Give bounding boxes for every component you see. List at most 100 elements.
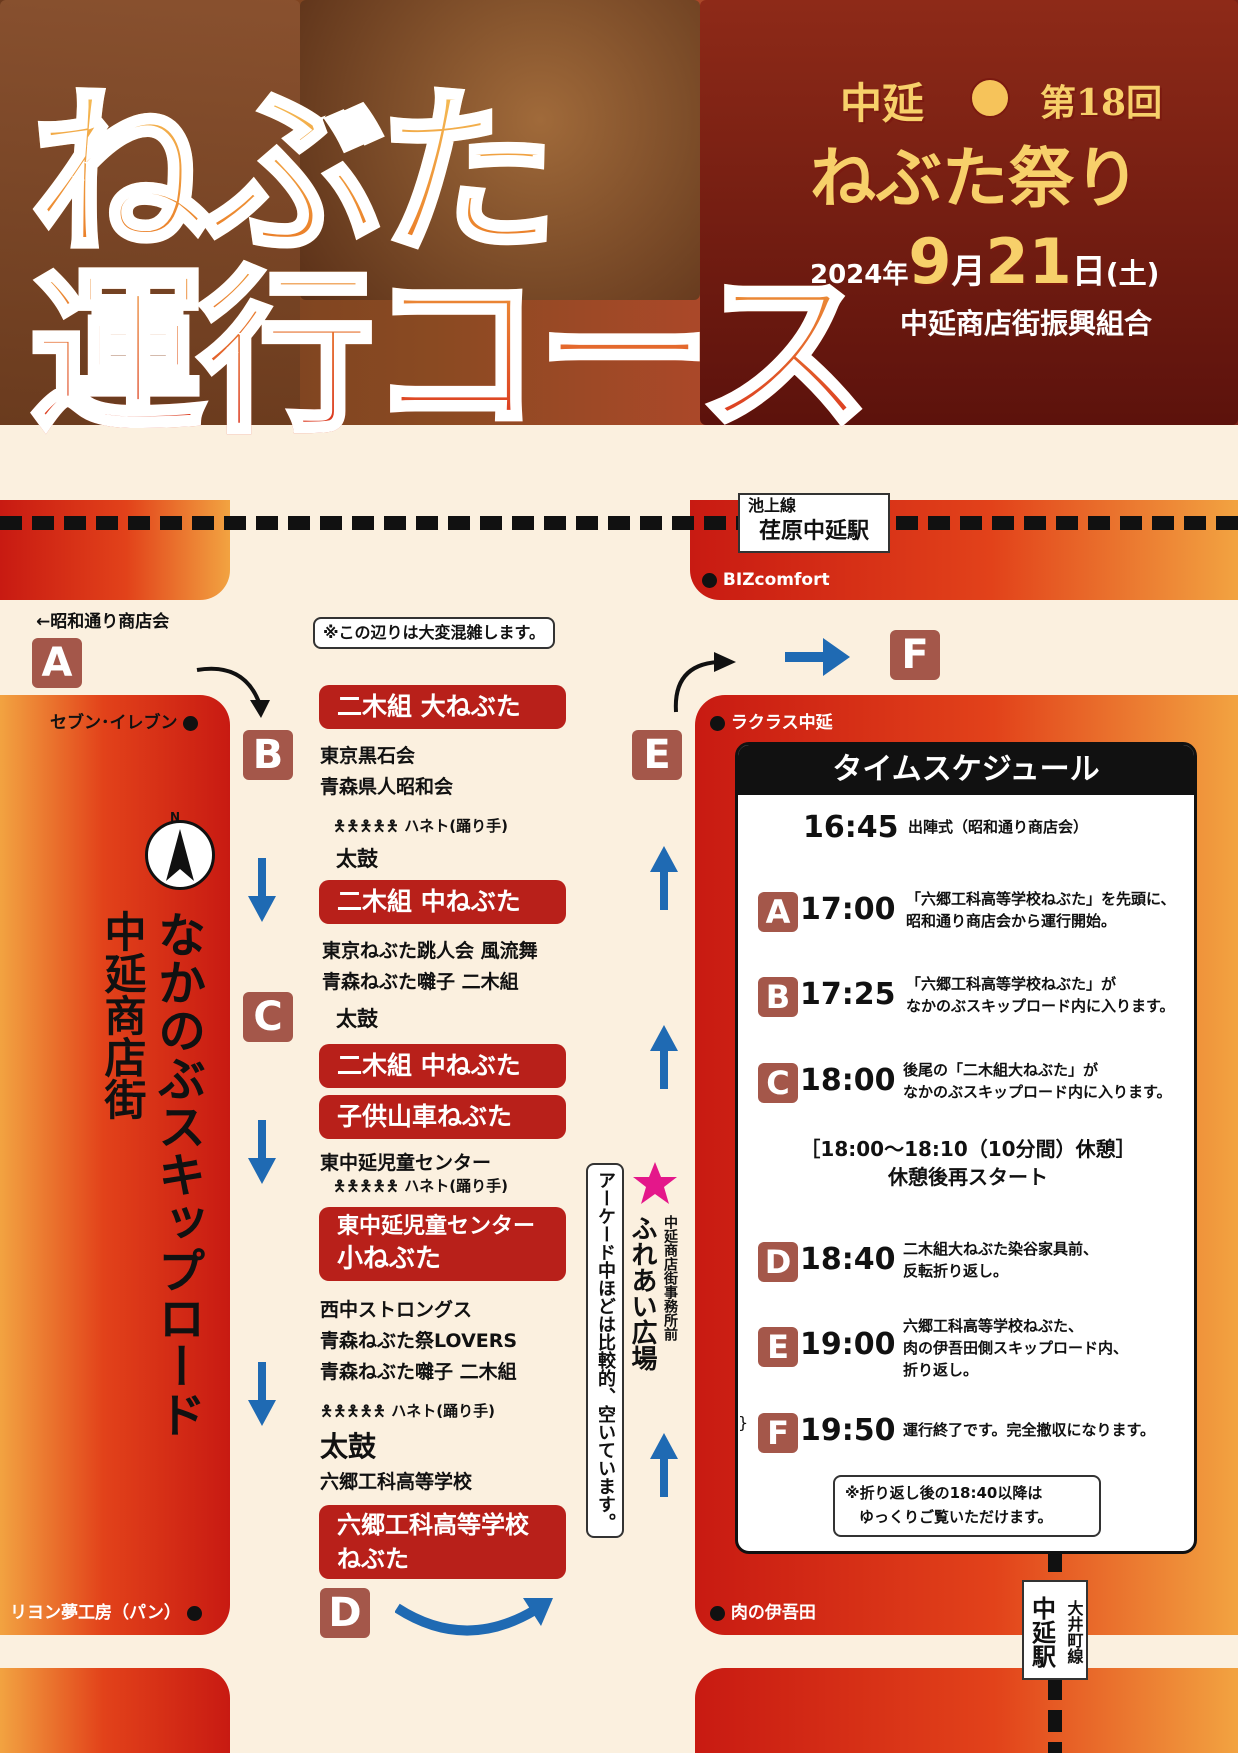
curve-arrow-icon (196, 666, 270, 718)
date-month-unit: 月 (951, 252, 986, 292)
group-aomori-showa: 青森県人昭和会 (320, 776, 454, 798)
schedule-desc-line: 後尾の「二木組大ねぶた」が (903, 1061, 1099, 1079)
compass-icon (145, 820, 215, 890)
schedule-desc-line: 昭和通り商店会から運行開始。 (906, 912, 1117, 930)
station-line: 池上線 (748, 496, 797, 515)
station-name: 荏原中延駅 (758, 519, 869, 544)
schedule-letter: B (758, 977, 798, 1017)
hanete-row: 🯅🯅🯅🯅🯅 ハネト(踊り手) (333, 1175, 508, 1201)
group-aomori-hayashi: 青森ねぶた囃子 二木組 (322, 971, 519, 993)
schedule-letter: D (758, 1242, 798, 1282)
fest-place: 中延 (840, 79, 925, 128)
schedule-desc-line: 「六郷工科高等学校ねぶた」が (906, 975, 1117, 993)
float-rokugo-line2: ねぶた (337, 1545, 409, 1573)
float-kodomo-dashi: 子供山車ねぶた (319, 1095, 566, 1139)
schedule-time: 16:45 (803, 810, 899, 845)
point-c: C (243, 992, 293, 1042)
street-name-1: 中延商店街 (98, 910, 147, 1120)
schedule-desc-line: 六郷工科高等学校ねぶた、 (903, 1317, 1084, 1335)
point-a: A (32, 638, 82, 688)
mascot-icon (970, 78, 1010, 118)
up-arrow-icon (650, 1025, 678, 1089)
fest-edition: 第18回 (1040, 82, 1163, 124)
landmark-bizcomfort: BIZcomfort (702, 570, 830, 590)
road-top-left (0, 500, 230, 600)
landmark-lyon: リヨン夢工房（パン） (10, 1598, 202, 1623)
station-line: 大井町線 (1064, 1600, 1084, 1664)
point-f: F (890, 630, 940, 680)
star-icon (633, 1162, 677, 1204)
schedule-desc: 六郷工科高等学校ねぶた、肉の伊吾田側スキップロード内、折り返し。 (903, 1315, 1128, 1381)
station-ebara-nakanobu: 池上線 荏原中延駅 (738, 493, 890, 553)
schedule-desc: 二木組大ねぶた染谷家具前、反転折り返し。 (903, 1238, 1098, 1282)
festival-logo: 中延 第18回 ねぶた祭り (790, 70, 1230, 360)
hanete-label: ハネト(踊り手) (404, 1177, 508, 1195)
schedule-time: 17:25 (800, 977, 896, 1012)
schedule-letter: A (758, 892, 798, 932)
point-b: B (243, 730, 293, 780)
road-bottom-left (0, 1668, 230, 1753)
down-arrow-icon (248, 1120, 276, 1184)
curve-arrow-icon (673, 652, 736, 713)
group-aomori-hayashi-2: 青森ねぶた囃子 二木組 (320, 1361, 517, 1383)
group-nishinaka-strongs: 西中ストロングス (320, 1299, 473, 1321)
break-restart: 休憩後再スタート (888, 1165, 1048, 1189)
schedule-desc: 後尾の「二木組大ねぶた」がなかのぶスキップロード内に入ります。 (903, 1059, 1172, 1103)
crowd-photo (0, 0, 300, 425)
float-kids-small-line1: 東中延児童センター (337, 1214, 536, 1239)
schedule-letter: E (758, 1327, 798, 1367)
date-year: 2024年 (810, 260, 909, 290)
schedule-desc-line: 肉の伊吾田側スキップロード内、 (903, 1339, 1129, 1357)
crowded-note: ※この辺りは大変混雑します。 (313, 617, 555, 649)
schedule-desc: 運行終了です。完全撤収になります。 (903, 1421, 1156, 1439)
compass-north: N (170, 810, 181, 824)
float-nikigumi-large: 二木組 大ねぶた (319, 685, 566, 729)
schedule-desc-line: なかのぶスキップロード内に入ります。 (906, 997, 1175, 1015)
group-rokugo-school: 六郷工科高等学校 (320, 1471, 473, 1493)
point-e: E (632, 730, 682, 780)
float-kids-small: 東中延児童センター 小ねぶた (319, 1207, 566, 1281)
hanete-row: 🯅🯅🯅🯅🯅 ハネト(踊り手) (320, 1400, 495, 1426)
schedule-letter: F (758, 1413, 798, 1453)
float-photo (300, 0, 700, 300)
parade-photo (700, 0, 1238, 425)
down-arrow-icon (248, 858, 276, 922)
down-arrow-icon (248, 1362, 276, 1426)
schedule-time: 19:50 (800, 1413, 896, 1448)
up-arrow-icon (650, 1433, 678, 1497)
taiko-2: 太鼓 (336, 1007, 378, 1031)
landmark-lyon-label: リヨン夢工房（パン） (10, 1603, 181, 1623)
landmark-niku-label: 肉の伊吾田 (730, 1603, 816, 1623)
date-weekday: (土) (1105, 257, 1160, 290)
schedule-desc-line: 「六郷工科高等学校ねぶた」を先頭に、 (906, 890, 1176, 908)
time-schedule: タイムスケジュール 16:45 出陣式（昭和通り商店会） A 17:00 「六郷… (735, 742, 1197, 1554)
date-month: 9 (908, 225, 952, 298)
dancer-icon: 🯅🯅🯅🯅🯅 (333, 1177, 400, 1195)
schedule-desc: 出陣式（昭和通り商店会） (908, 818, 1089, 836)
dancer-icon: 🯅🯅🯅🯅🯅 (320, 1402, 387, 1420)
title-line1: ねぶた (27, 70, 561, 279)
schedule-note-line1: ※折り返し後の18:40以降は (845, 1484, 1043, 1502)
road-bottom-right (695, 1668, 1238, 1753)
schedule-desc: 「六郷工科高等学校ねぶた」を先頭に、昭和通り商店会から運行開始。 (906, 888, 1176, 932)
fureai-plaza: ふれあい広場 (627, 1215, 657, 1371)
taiko-1: 太鼓 (336, 847, 378, 871)
hero-photo-banner (0, 0, 1238, 425)
break-time: ［18:00〜18:10（10分間）休憩］ (800, 1137, 1136, 1161)
station-name: 中延駅 (1027, 1596, 1056, 1668)
schedule-title: タイムスケジュール (738, 745, 1194, 795)
point-d: D (320, 1588, 370, 1638)
float-rokugo-line1: 六郷工科高等学校 (337, 1511, 529, 1539)
schedule-row: F 19:50 運行終了です。完全撤収になります。 } (738, 1413, 1156, 1453)
float-nikigumi-medium-2: 二木組 中ねぶた (319, 1044, 566, 1088)
schedule-note: ※折り返し後の18:40以降は ゆっくりご覧いただけます。 (833, 1475, 1101, 1537)
float-nikigumi-medium-1: 二木組 中ねぶた (319, 880, 566, 924)
title-line2: 運行コース (27, 252, 875, 458)
group-nebuta-lovers: 青森ねぶた祭LOVERS (320, 1330, 518, 1352)
station-nakanobu: 中延駅 大井町線 (1022, 1580, 1088, 1680)
schedule-time: 17:00 (800, 892, 896, 927)
arcade-note: アーケード中ほどは比較的、空いています。 (586, 1163, 624, 1538)
schedule-letter: C (758, 1063, 798, 1103)
float-rokugo-nebuta: 六郷工科高等学校 ねぶた (319, 1505, 566, 1579)
schedule-desc: 「六郷工科高等学校ねぶた」がなかのぶスキップロード内に入ります。 (906, 973, 1175, 1017)
